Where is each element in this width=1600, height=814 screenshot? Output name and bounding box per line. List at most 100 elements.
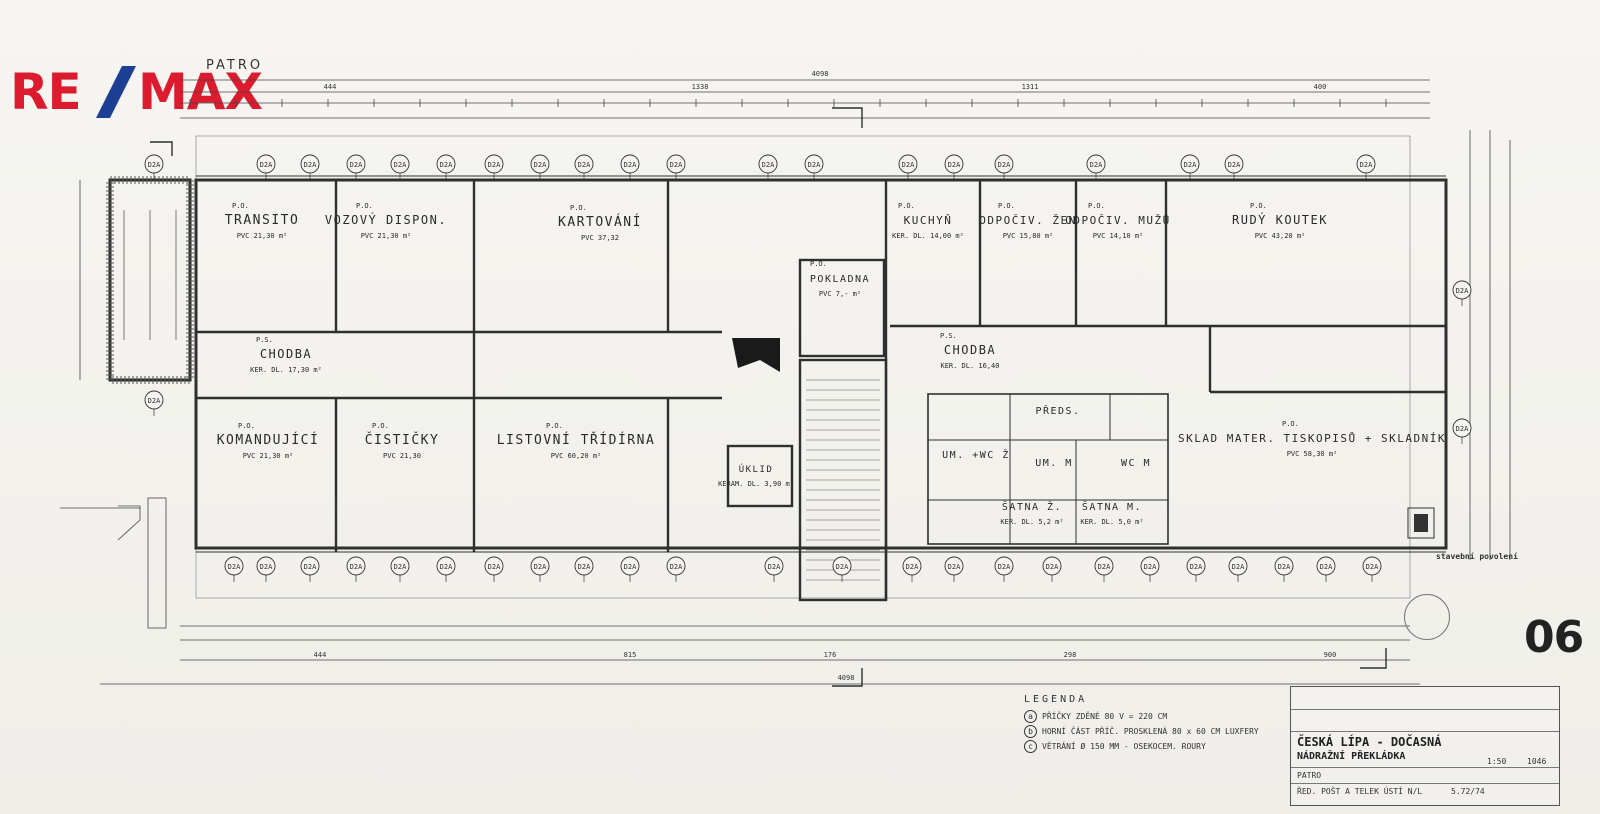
svg-text:KER. DL. 16,40: KER. DL. 16,40	[940, 362, 999, 370]
svg-text:PVC 60,20 m²: PVC 60,20 m²	[551, 452, 602, 460]
svg-text:P.O.: P.O.	[1282, 420, 1299, 428]
title-block-divider	[1291, 709, 1559, 710]
svg-text:D2A: D2A	[1278, 563, 1291, 571]
svg-text:D2A: D2A	[260, 563, 273, 571]
legend: LEGENDA a PŘÍČKY ZDĚNÉ 80 V = 220 CM b H…	[1024, 692, 1274, 754]
window-tag: D2A	[1042, 556, 1062, 582]
svg-text:TRANSITO: TRANSITO	[225, 213, 300, 228]
svg-text:P.O.: P.O.	[998, 202, 1015, 210]
section-markers	[150, 107, 1387, 687]
room-label: UM. +WC Ž	[942, 448, 1010, 461]
svg-text:POKLADNA: POKLADNA	[810, 274, 870, 285]
window-tag: D2A	[1186, 556, 1206, 582]
window-tag: D2A	[666, 154, 686, 180]
project-title: ČESKÁ LÍPA - DOČASNÁ	[1297, 735, 1442, 749]
window-tag: D2A	[484, 556, 504, 582]
svg-text:ODPOČIV. MUŽŮ: ODPOČIV. MUŽŮ	[1065, 214, 1171, 227]
svg-text:D2A: D2A	[1228, 161, 1241, 169]
window-tag: D2A	[484, 154, 504, 180]
title-block-divider	[1291, 783, 1559, 784]
svg-text:P.S.: P.S.	[940, 332, 957, 340]
window-tag: D2A	[300, 154, 320, 180]
svg-text:D2A: D2A	[534, 161, 547, 169]
svg-text:P.O.: P.O.	[546, 422, 563, 430]
legend-text: PŘÍČKY ZDĚNÉ 80 V = 220 CM	[1042, 712, 1168, 721]
svg-text:ŠATNA M.: ŠATNA M.	[1082, 500, 1142, 513]
dimension-label: 444	[324, 83, 337, 91]
room-label: P.O.SKLAD MATER. TISKOPISŮ + SKLADNÍKPVC…	[1178, 420, 1445, 458]
window-tag: D2A	[620, 154, 640, 180]
building-outline	[194, 135, 1448, 599]
dimension-label: 176	[824, 651, 837, 659]
svg-text:D2A: D2A	[578, 563, 591, 571]
svg-text:D2A: D2A	[1232, 563, 1245, 571]
legend-mark: c	[1024, 740, 1037, 753]
window-tag: D2A	[1452, 280, 1472, 306]
top-dimension-lines	[180, 79, 1430, 119]
window-tag: D2A	[944, 154, 964, 180]
sheet-number: 06	[1524, 612, 1584, 663]
legend-mark: a	[1024, 710, 1037, 723]
dimension-label: 4098	[812, 70, 829, 78]
legend-item: c VĚTRÁNÍ Ø 150 MM - OSEKOCEM. ROURY	[1024, 739, 1274, 754]
svg-text:KER. DL. 5,0 m²: KER. DL. 5,0 m²	[1080, 518, 1143, 526]
window-tag: D2A	[898, 154, 918, 180]
room-label: PŘEDS.	[1035, 404, 1080, 417]
svg-text:P.O.: P.O.	[356, 202, 373, 210]
dimension-label: 4098	[838, 674, 855, 682]
window-tag: D2A	[574, 154, 594, 180]
dimension-label: 1311	[1022, 83, 1039, 91]
logo-re: RE	[10, 63, 82, 121]
svg-text:PVC 7,- m²: PVC 7,- m²	[819, 290, 861, 298]
client-note: ŘED. POŠT A TELEK ÚSTÍ N/L	[1297, 787, 1423, 796]
svg-text:P.O.: P.O.	[238, 422, 255, 430]
window-tag: D2A	[1140, 556, 1160, 582]
room-label: ŠATNA Ž.KER. DL. 5,2 m²	[1000, 500, 1063, 526]
window-tag: D2A	[994, 154, 1014, 180]
approval-stamp: stavební povolení	[1436, 552, 1554, 612]
svg-text:D2A: D2A	[1046, 563, 1059, 571]
svg-text:KERAM. DL. 3,90 m²: KERAM. DL. 3,90 m²	[718, 480, 794, 488]
window-tag: D2A	[530, 556, 550, 582]
window-tag: D2A	[224, 556, 244, 582]
svg-text:KARTOVÁNÍ: KARTOVÁNÍ	[558, 214, 642, 230]
svg-text:PVC 43,20 m²: PVC 43,20 m²	[1255, 232, 1306, 240]
svg-text:ČISTIČKY: ČISTIČKY	[365, 432, 440, 448]
svg-text:D2A: D2A	[1366, 563, 1379, 571]
window-tag: D2A	[1086, 154, 1106, 180]
svg-text:PVC 37,32: PVC 37,32	[581, 234, 619, 242]
legend-text: HORNÍ ČÁST PŘÍČ. PROSKLENÁ 80 x 60 CM LU…	[1042, 727, 1259, 736]
svg-text:D2A: D2A	[998, 161, 1011, 169]
svg-text:D2A: D2A	[948, 161, 961, 169]
shaft-box	[1407, 507, 1435, 539]
svg-text:KER. DL. 5,2 m²: KER. DL. 5,2 m²	[1000, 518, 1063, 526]
window-tag: D2A	[574, 556, 594, 582]
window-tag: D2A	[436, 556, 456, 582]
svg-text:PŘEDS.: PŘEDS.	[1035, 404, 1080, 417]
svg-text:PVC 21,30 m²: PVC 21,30 m²	[243, 452, 294, 460]
floor-name: PATRO	[1297, 771, 1322, 780]
svg-text:PVC 15,80 m²: PVC 15,80 m²	[1003, 232, 1054, 240]
svg-text:VOZOVÝ DISPON.: VOZOVÝ DISPON.	[325, 212, 447, 227]
svg-text:P.O.: P.O.	[372, 422, 389, 430]
window-tag: D2A	[994, 556, 1014, 582]
window-tag: D2A	[256, 556, 276, 582]
svg-text:P.O.: P.O.	[1088, 202, 1105, 210]
svg-text:KER. DL. 14,00 m²: KER. DL. 14,00 m²	[892, 232, 964, 240]
dimension-label: 400	[1314, 83, 1327, 91]
legend-text: VĚTRÁNÍ Ø 150 MM - OSEKOCEM. ROURY	[1042, 742, 1206, 751]
svg-text:PVC 21,30 m²: PVC 21,30 m²	[237, 232, 288, 240]
svg-text:D2A: D2A	[440, 161, 453, 169]
drawing-number: 1046	[1527, 757, 1547, 766]
svg-text:D2A: D2A	[808, 161, 821, 169]
svg-text:D2A: D2A	[488, 563, 501, 571]
svg-text:UM. +WC Ž: UM. +WC Ž	[942, 448, 1010, 461]
window-tag: D2A	[144, 154, 164, 180]
